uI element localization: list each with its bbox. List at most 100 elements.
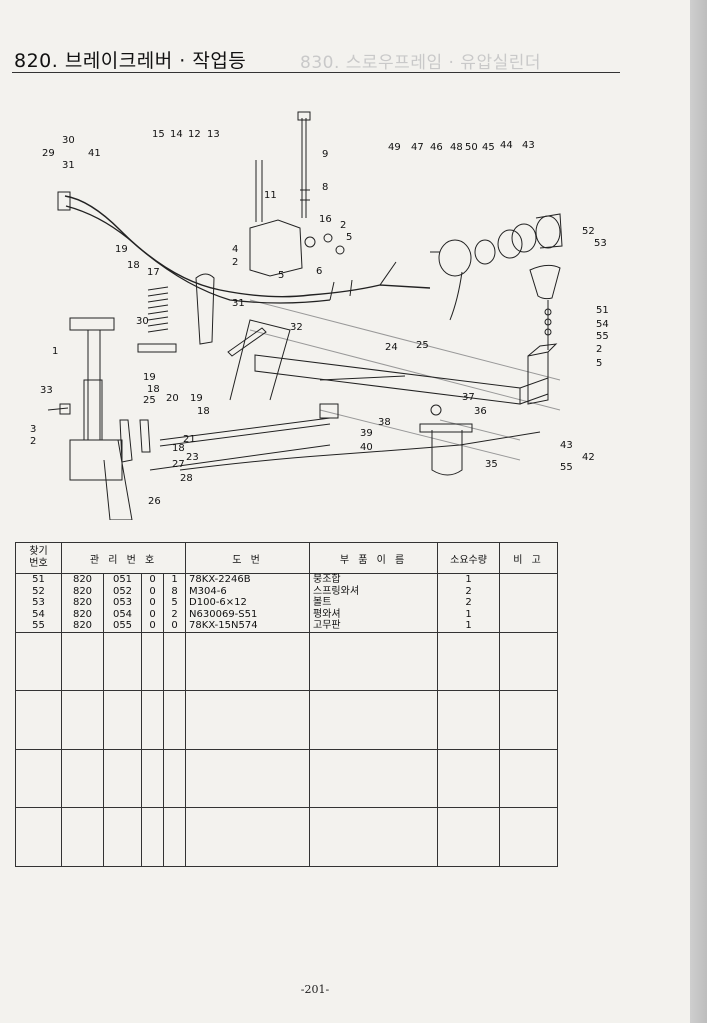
table-cell-name: [309, 655, 439, 667]
table-cell-note: [499, 573, 559, 586]
table-cell-b: [103, 690, 142, 703]
table-cell-name: [309, 725, 439, 737]
table-cell-b: [103, 772, 142, 784]
table-cell-no: [15, 737, 62, 750]
table-cell-drawing: [185, 819, 311, 831]
table-cell-no: [15, 842, 62, 854]
table-cell-a: [61, 784, 104, 796]
svg-text:43: 43: [560, 440, 573, 451]
table-cell-note: [499, 842, 559, 854]
table-cell-d: [162, 667, 187, 679]
table-cell-qty: [437, 784, 501, 796]
table-cell-c: [141, 831, 164, 843]
table-cell-a: 820: [61, 585, 104, 597]
table-cell-drawing: [185, 761, 311, 773]
table-cell-note: [499, 749, 559, 761]
table-cell-drawing: 78KX-15N574: [185, 620, 311, 633]
table-cell-note: [499, 819, 559, 831]
table-cell-c: [141, 784, 164, 796]
svg-text:45: 45: [482, 142, 495, 153]
svg-text:33: 33: [40, 385, 53, 396]
table-cell-qty: [437, 632, 501, 644]
show-through-title: 830. 스로우프레임 · 유압실린더: [300, 53, 542, 73]
table-cell-b: 053: [103, 597, 142, 609]
table-cell-d: [162, 854, 187, 867]
table-cell-no: [15, 854, 62, 867]
table-cell-qty: [437, 772, 501, 784]
table-cell-c: [141, 749, 164, 761]
svg-text:4: 4: [232, 244, 238, 255]
table-cell-drawing: [185, 632, 311, 644]
col-header-no: 찾기 번호: [15, 542, 62, 574]
table-cell-name: [309, 678, 439, 691]
table-row: [15, 761, 619, 773]
svg-text:20: 20: [166, 393, 179, 404]
svg-text:2: 2: [232, 257, 238, 268]
table-cell-a: 820: [61, 620, 104, 633]
table-cell-b: [103, 749, 142, 761]
table-cell-d: [162, 690, 187, 703]
svg-text:55: 55: [596, 331, 609, 342]
table-cell-a: [61, 854, 104, 867]
table-cell-note: [499, 678, 559, 691]
table-cell-b: [103, 678, 142, 691]
table-cell-qty: [437, 655, 501, 667]
title-divider: [12, 72, 620, 73]
table-cell-d: 0: [162, 620, 187, 633]
table-cell-c: 0: [141, 597, 164, 609]
table-cell-b: [103, 737, 142, 750]
table-cell-name: [309, 702, 439, 714]
table-cell-qty: 1: [437, 608, 501, 620]
page-edge: [690, 0, 707, 1023]
table-cell-b: [103, 831, 142, 843]
table-cell-name: 평와셔: [309, 608, 439, 620]
table-cell-name: [309, 854, 439, 867]
col-header-mgmt-no: 관 리 번 호: [60, 542, 187, 574]
svg-text:8: 8: [322, 182, 328, 193]
table-cell-b: 055: [103, 620, 142, 633]
table-cell-name: 고무판: [309, 620, 439, 633]
svg-text:41: 41: [88, 148, 101, 159]
table-cell-drawing: M304-6: [185, 585, 311, 597]
svg-text:15: 15: [152, 129, 165, 140]
table-row: [15, 795, 619, 808]
table-row: [15, 714, 619, 726]
table-cell-name: 볼트: [309, 597, 439, 609]
table-row: [15, 819, 619, 831]
table-cell-no: [15, 702, 62, 714]
table-cell-a: [61, 714, 104, 726]
svg-text:25: 25: [416, 340, 429, 351]
table-cell-c: [141, 819, 164, 831]
table-cell-c: 0: [141, 620, 164, 633]
svg-text:19: 19: [190, 393, 203, 404]
svg-text:29: 29: [42, 148, 55, 159]
svg-text:2: 2: [30, 436, 36, 447]
table-cell-drawing: [185, 655, 311, 667]
table-cell-d: [162, 772, 187, 784]
svg-text:19: 19: [143, 372, 156, 383]
table-cell-a: [61, 795, 104, 808]
table-cell-no: 53: [15, 597, 62, 609]
svg-text:5: 5: [596, 358, 602, 369]
svg-text:26: 26: [148, 496, 161, 507]
svg-text:14: 14: [170, 129, 183, 140]
table-row: [15, 749, 619, 761]
table-cell-name: [309, 714, 439, 726]
svg-text:19: 19: [115, 244, 128, 255]
table-cell-c: [141, 807, 164, 820]
table-cell-drawing: [185, 667, 311, 679]
svg-text:30: 30: [62, 135, 75, 146]
table-cell-no: 52: [15, 585, 62, 597]
table-cell-no: [15, 831, 62, 843]
svg-text:1: 1: [52, 346, 58, 357]
table-row: [15, 655, 619, 667]
table-row: [15, 690, 619, 703]
table-cell-qty: 2: [437, 585, 501, 597]
table-cell-qty: [437, 831, 501, 843]
table-cell-c: [141, 714, 164, 726]
table-row: [15, 678, 619, 691]
